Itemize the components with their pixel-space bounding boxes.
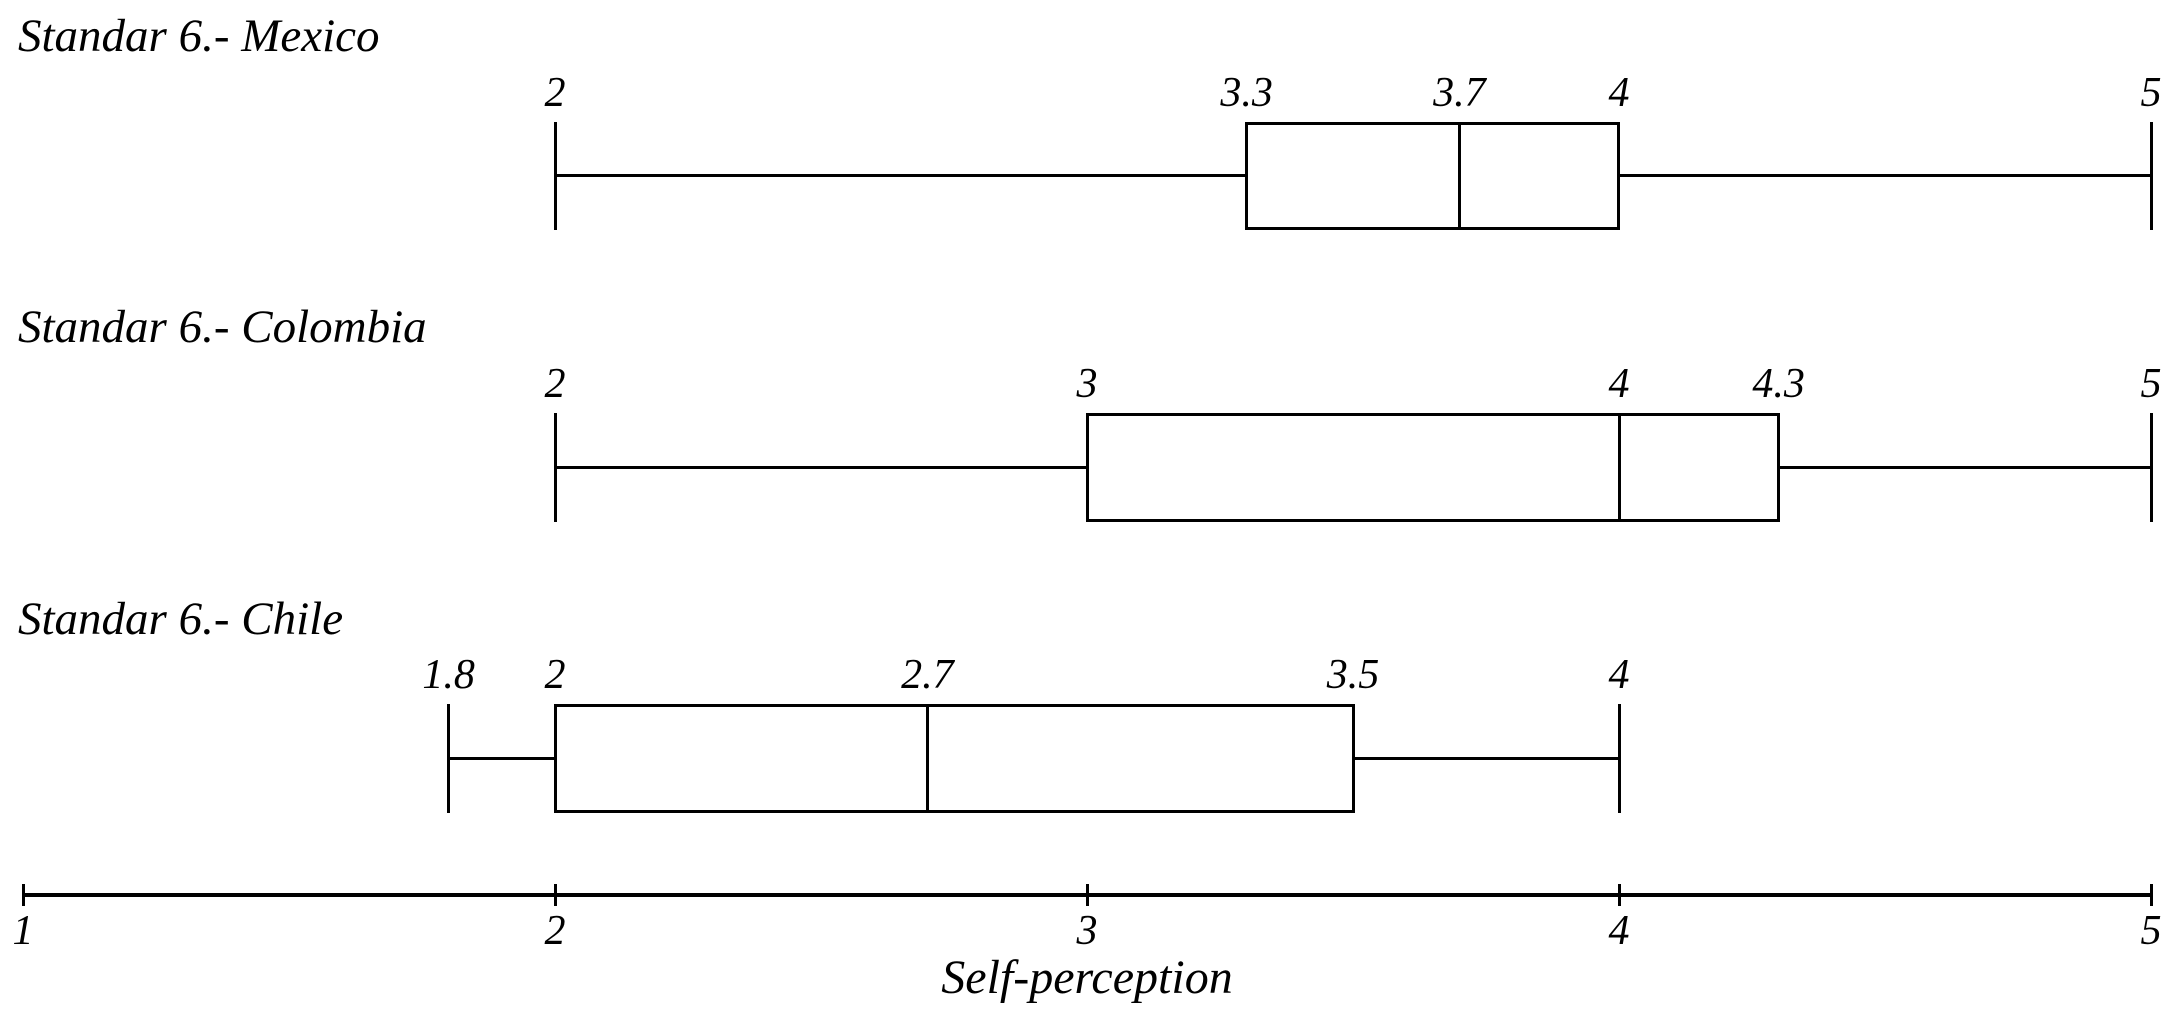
whisker-line-right — [1353, 756, 1619, 760]
box — [1245, 122, 1621, 230]
median-line — [1457, 122, 1461, 230]
axis-tick-label: 3 — [1076, 908, 1098, 954]
stat-label-q3: 3.5 — [1326, 652, 1380, 698]
boxplot-colombia: 2 3 4 4.3 5 — [0, 363, 2184, 522]
stat-label-q1: 3.3 — [1220, 70, 1273, 116]
stat-label-min: 1.8 — [422, 652, 475, 698]
boxplot-chile: 1.8 2 2.7 3.5 4 — [0, 654, 2184, 813]
stat-label-q3: 4.3 — [1752, 361, 1805, 407]
stat-label-median: 2.7 — [901, 652, 954, 698]
whisker-line-left — [448, 756, 555, 760]
series-title-mexico: Standar 6.- Mexico — [18, 10, 380, 62]
series-title-chile: Standar 6.- Chile — [18, 593, 344, 645]
stat-label-max: 4 — [1608, 652, 1630, 698]
whisker-line-right — [1619, 174, 2151, 177]
stat-label-q1: 3 — [1076, 361, 1098, 407]
stat-label-min: 2 — [544, 361, 566, 407]
median-line — [925, 704, 929, 813]
whisker-cap-max — [2149, 122, 2153, 230]
stat-label-median: 3.7 — [1433, 70, 1486, 116]
whisker-line-left — [555, 174, 1247, 177]
stat-label-min: 2 — [544, 70, 566, 116]
boxplot-mexico: 2 3.3 3.7 4 5 — [0, 72, 2184, 230]
stat-label-median: 4 — [1608, 361, 1630, 407]
axis-tick — [553, 884, 557, 906]
whisker-cap-max — [2149, 413, 2153, 522]
axis-tick — [1085, 884, 1089, 906]
stat-label-q3: 4 — [1608, 70, 1630, 116]
axis-tick — [21, 884, 25, 906]
x-axis-label: Self-perception — [941, 951, 1233, 1004]
axis-tick — [2149, 884, 2153, 906]
whisker-line-right — [1778, 465, 2151, 469]
series-title-colombia: Standar 6.- Colombia — [18, 301, 427, 353]
axis-tick — [1617, 884, 1621, 906]
axis-tick-label: 4 — [1608, 908, 1630, 954]
whisker-cap-max — [1617, 704, 1621, 813]
axis-tick-label: 5 — [2140, 908, 2162, 954]
stat-label-max: 5 — [2140, 361, 2162, 407]
stat-label-q1: 2 — [544, 652, 566, 698]
axis-tick-label: 2 — [544, 908, 566, 954]
stat-label-max: 5 — [2140, 70, 2162, 116]
axis-tick-label: 1 — [12, 908, 34, 954]
median-line — [1617, 413, 1621, 522]
whisker-line-left — [555, 465, 1087, 469]
